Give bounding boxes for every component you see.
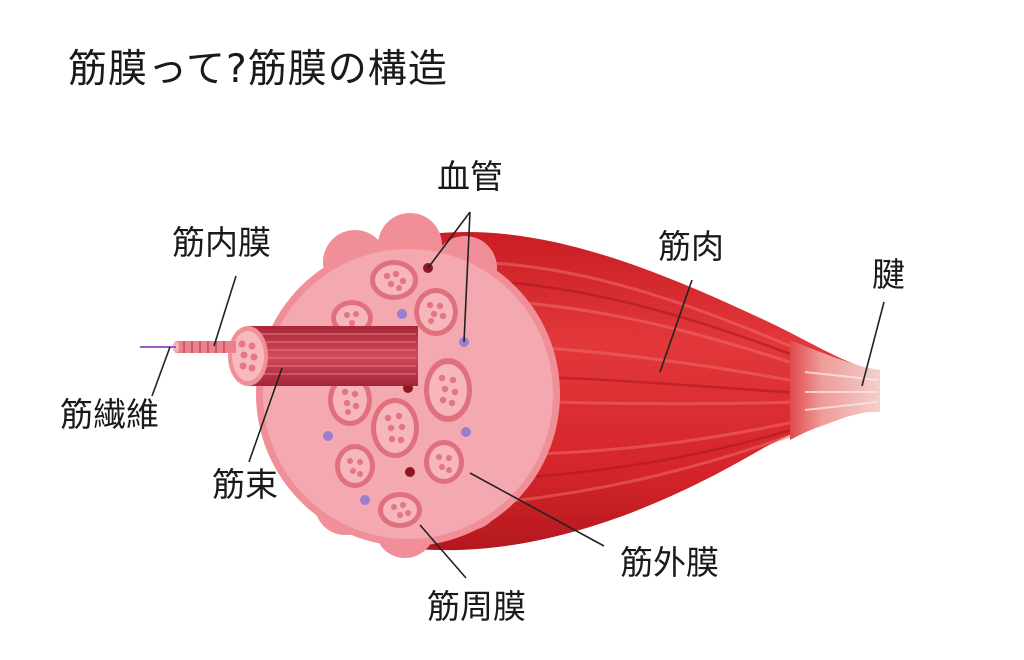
label-blood-vessel: 血管 [437,160,503,193]
fascicle [424,358,472,422]
muscle-fiber [140,341,236,353]
page-title: 筋膜って?筋膜の構造 [68,38,448,94]
fascicle [378,492,422,528]
label-endomysium: 筋内膜 [172,226,271,259]
tendon [790,340,880,440]
fascicle [370,260,418,300]
fascicle [414,288,458,336]
label-epimysium: 筋外膜 [620,546,719,579]
label-tendon: 腱 [872,258,905,291]
label-muscle-fiber: 筋繊維 [60,398,159,431]
fascicle-cylinder [228,326,418,386]
fascicle [371,398,419,458]
label-perimysium: 筋周膜 [427,590,526,623]
label-muscle: 筋肉 [658,230,724,263]
fascicle [335,444,375,488]
fascicle [424,440,464,484]
label-fascicle: 筋束 [212,468,278,501]
